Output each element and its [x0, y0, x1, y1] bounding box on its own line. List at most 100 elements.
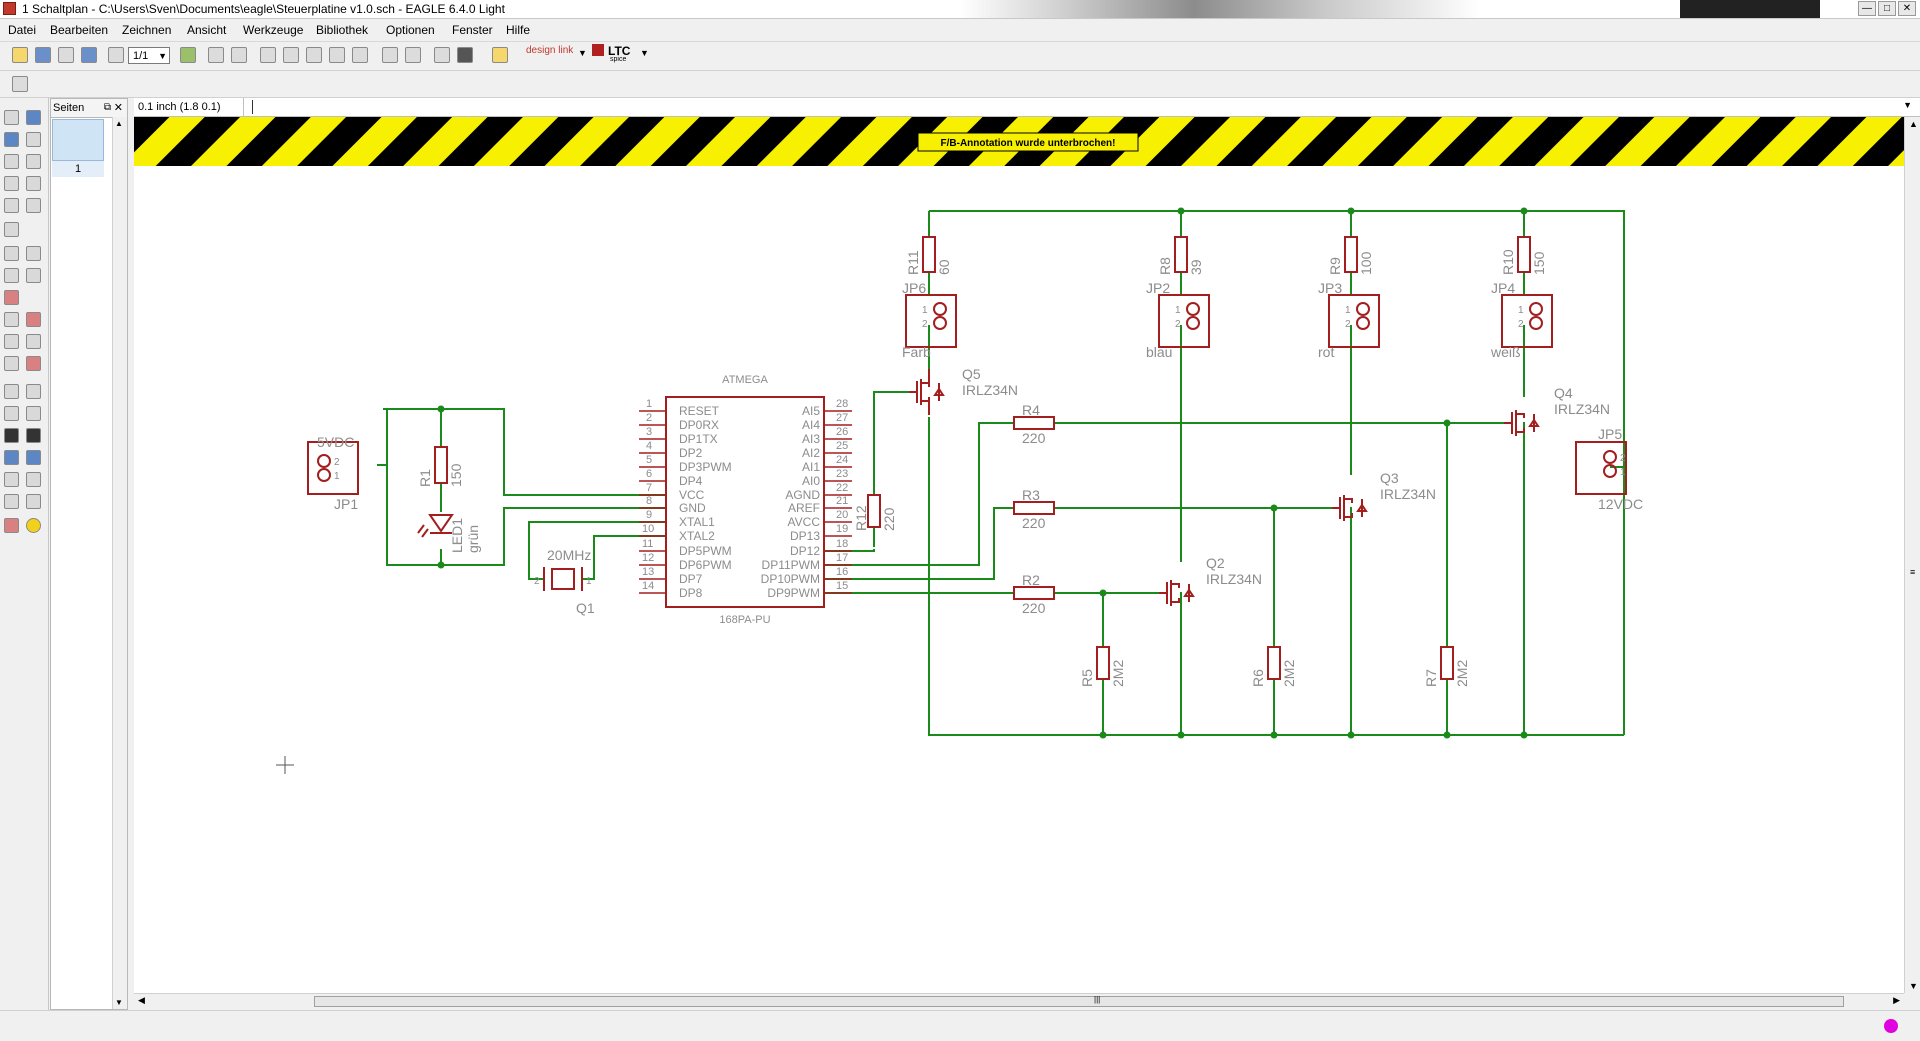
- paste-icon[interactable]: [4, 222, 19, 237]
- chevron-down-icon[interactable]: ▼: [578, 48, 587, 58]
- redo-icon[interactable]: [405, 47, 421, 63]
- help-icon[interactable]: [492, 47, 508, 63]
- pages-scrollbar[interactable]: ▲ ▼: [112, 117, 127, 1009]
- bus-icon[interactable]: [4, 450, 19, 465]
- errors-icon[interactable]: [26, 518, 41, 533]
- polygon-icon[interactable]: [26, 428, 41, 443]
- ic-pin-label-24: AI1: [802, 460, 820, 474]
- scroll-grip-icon[interactable]: |||: [1094, 995, 1101, 1004]
- board-switch-icon[interactable]: [180, 47, 196, 63]
- grid-icon[interactable]: [12, 76, 28, 92]
- menu-ansicht[interactable]: Ansicht: [187, 23, 227, 37]
- ic-pin-label-28: AI5: [802, 404, 820, 418]
- scroll-down-icon[interactable]: ▼: [115, 998, 123, 1007]
- r9-body: [1344, 236, 1358, 273]
- page-number[interactable]: 1: [52, 161, 104, 177]
- name-icon[interactable]: [4, 312, 19, 327]
- show-icon[interactable]: [26, 110, 41, 125]
- split-icon[interactable]: [4, 356, 19, 371]
- sheet-icon[interactable]: [108, 47, 124, 63]
- change-icon[interactable]: [26, 198, 41, 213]
- wire-icon[interactable]: [4, 384, 19, 399]
- chevron-down-icon[interactable]: ▼: [1903, 100, 1912, 110]
- info-icon[interactable]: [4, 110, 19, 125]
- save-icon[interactable]: [35, 47, 51, 63]
- zoom-fit-icon[interactable]: [260, 47, 276, 63]
- command-input[interactable]: [252, 100, 1873, 114]
- replace-icon[interactable]: [4, 290, 19, 305]
- pinswap-icon[interactable]: [4, 268, 19, 283]
- junction-icon[interactable]: [4, 472, 19, 487]
- menu-fenster[interactable]: Fenster: [452, 23, 493, 37]
- arc-icon[interactable]: [26, 406, 41, 421]
- stop-icon[interactable]: [434, 47, 450, 63]
- cam-icon[interactable]: [81, 47, 97, 63]
- close-button[interactable]: ✕: [1898, 1, 1916, 16]
- zoom-select-icon[interactable]: [352, 47, 368, 63]
- print-icon[interactable]: [58, 47, 74, 63]
- zoom-in-icon[interactable]: [283, 47, 299, 63]
- chevron-down-icon[interactable]: ▼: [640, 48, 649, 58]
- move-icon[interactable]: [4, 154, 19, 169]
- mirror-icon[interactable]: [4, 176, 19, 191]
- mark-icon[interactable]: [26, 132, 41, 147]
- net-icon[interactable]: [26, 450, 41, 465]
- rotate-icon[interactable]: [26, 176, 41, 191]
- close-icon[interactable]: ✕: [113, 102, 123, 114]
- gateswap-icon[interactable]: [26, 268, 41, 283]
- menu-bearbeiten[interactable]: Bearbeiten: [50, 23, 109, 37]
- r2-value: 220: [1022, 600, 1046, 616]
- zoom-redraw-icon[interactable]: [329, 47, 345, 63]
- ic-pin-label-18: DP12: [790, 544, 820, 558]
- vertical-scrollbar[interactable]: ▲ ≡ ▼: [1904, 117, 1920, 993]
- scroll-left-icon[interactable]: ◀: [138, 995, 145, 1005]
- script-icon[interactable]: [208, 47, 224, 63]
- text-icon[interactable]: [26, 384, 41, 399]
- zoom-out-icon[interactable]: [306, 47, 322, 63]
- display-icon[interactable]: [4, 132, 19, 147]
- scroll-right-icon[interactable]: ▶: [1893, 995, 1900, 1005]
- miter-icon[interactable]: [26, 334, 41, 349]
- menu-optionen[interactable]: Optionen: [386, 23, 435, 37]
- menu-hilfe[interactable]: Hilfe: [506, 23, 531, 37]
- minimize-button[interactable]: —: [1858, 1, 1876, 16]
- add-icon[interactable]: [26, 246, 41, 261]
- menu-bibliothek[interactable]: Bibliothek: [316, 23, 369, 37]
- undo-icon[interactable]: [382, 47, 398, 63]
- page-thumbnail[interactable]: [52, 119, 104, 161]
- jp5-value: 12VDC: [1598, 496, 1643, 512]
- scroll-up-icon[interactable]: ▲: [1909, 119, 1918, 129]
- label-icon[interactable]: [26, 472, 41, 487]
- copy-icon[interactable]: [26, 154, 41, 169]
- go-icon[interactable]: [457, 47, 473, 63]
- rect-icon[interactable]: [4, 428, 19, 443]
- smash-icon[interactable]: [4, 334, 19, 349]
- attribute-icon[interactable]: [4, 494, 19, 509]
- run-ulp-icon[interactable]: [231, 47, 247, 63]
- parameter-toolbar: [0, 71, 1920, 98]
- menu-werkzeuge[interactable]: Werkzeuge: [243, 23, 304, 37]
- menu-datei[interactable]: Datei: [8, 23, 37, 37]
- delete-icon[interactable]: [4, 246, 19, 261]
- group-icon[interactable]: [4, 198, 19, 213]
- jp1-body: [307, 441, 359, 495]
- scroll-grip-icon[interactable]: ≡: [1910, 567, 1916, 577]
- pin-icon[interactable]: ⧉: [103, 102, 111, 113]
- open-icon[interactable]: [12, 47, 28, 63]
- scroll-up-icon[interactable]: ▲: [115, 119, 123, 128]
- status-indicator-icon[interactable]: [1884, 1019, 1898, 1033]
- invoke-icon[interactable]: [26, 356, 41, 371]
- schematic-canvas[interactable]: F/B-Annotation wurde unterbrochen!: [134, 117, 1904, 993]
- ltspice-button[interactable]: LTC: [608, 44, 631, 58]
- dimension-icon[interactable]: [26, 494, 41, 509]
- menu-zeichnen[interactable]: Zeichnen: [122, 23, 172, 37]
- erc-icon[interactable]: [4, 518, 19, 533]
- scroll-thumb[interactable]: [314, 996, 1844, 1007]
- scroll-down-icon[interactable]: ▼: [1909, 981, 1918, 991]
- value-icon[interactable]: [26, 312, 41, 327]
- sheet-select[interactable]: 1/1▼: [128, 47, 170, 64]
- circle-icon[interactable]: [4, 406, 19, 421]
- designlink-button[interactable]: design link: [526, 45, 574, 56]
- maximize-button[interactable]: □: [1878, 1, 1896, 16]
- horizontal-scrollbar[interactable]: ◀ ||| ▶: [134, 993, 1904, 1010]
